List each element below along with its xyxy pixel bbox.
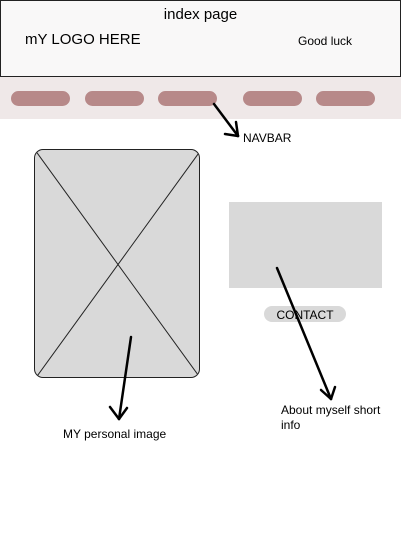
image-placeholder-cross-icon — [35, 150, 199, 377]
about-info-placeholder — [229, 202, 382, 288]
nav-item-1[interactable] — [11, 91, 70, 106]
contact-button[interactable]: CONTACT — [264, 306, 346, 322]
nav-item-3[interactable] — [158, 91, 217, 106]
personal-image-placeholder — [34, 149, 200, 378]
navbar — [0, 77, 401, 119]
navbar-annotation-label: NAVBAR — [243, 131, 292, 145]
page-title: index page — [163, 6, 238, 23]
logo-text[interactable]: mY LOGO HERE — [25, 31, 141, 48]
nav-item-2[interactable] — [85, 91, 144, 106]
header: index page mY LOGO HERE Good luck — [0, 0, 401, 77]
image-annotation-label: MY personal image — [63, 427, 167, 441]
about-annotation-label: About myself short info — [281, 403, 381, 432]
nav-item-4[interactable] — [243, 91, 302, 106]
tagline: Good luck — [298, 34, 353, 48]
nav-item-5[interactable] — [316, 91, 375, 106]
